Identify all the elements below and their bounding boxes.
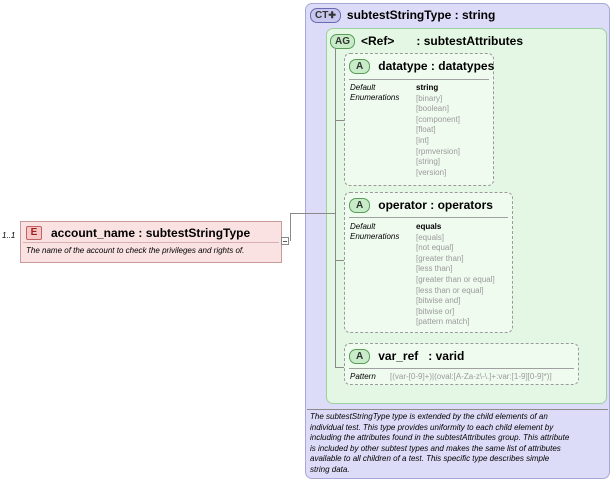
element-separator bbox=[23, 242, 279, 243]
enum-value: [version] bbox=[416, 167, 447, 177]
enum-value: [string] bbox=[416, 157, 441, 167]
enum-value: [component] bbox=[416, 114, 461, 124]
enum-value: [greater than] bbox=[416, 253, 464, 263]
enum-value: [not equal] bbox=[416, 243, 454, 253]
attribute-datatype: A datatype : datatypes Default Enumerati… bbox=[344, 53, 494, 186]
connector-var-ref bbox=[335, 367, 345, 368]
enum-value: [greater than or equal] bbox=[416, 274, 495, 284]
element-box[interactable]: E account_name : subtestStringType The n… bbox=[20, 221, 282, 263]
connector-element-vertical bbox=[290, 213, 291, 241]
connector-type-to-group bbox=[305, 213, 335, 214]
complex-type-title: subtestStringType : string bbox=[346, 8, 496, 22]
attribute-datatype-labels: Default Enumerations bbox=[350, 83, 399, 103]
enum-value: [bitwise or] bbox=[416, 306, 455, 316]
attribute-var-ref: A var_ref : varid Pattern [(var-[0-9]+)|… bbox=[344, 343, 579, 385]
attribute-operator-header: A operator : operators bbox=[349, 197, 512, 213]
attribute-operator-labels: Default Enumerations bbox=[350, 222, 399, 242]
label-pattern: Pattern bbox=[350, 372, 376, 381]
default-value: equals bbox=[416, 222, 442, 231]
attribute-datatype-values: string [binary] [boolean] [component] [f… bbox=[416, 83, 460, 178]
connector-element-to-type bbox=[290, 213, 305, 214]
attribute-operator-values: equals [equals] [not equal] [greater tha… bbox=[416, 222, 495, 328]
complex-type-doc-separator bbox=[307, 409, 608, 410]
attribute-separator bbox=[349, 217, 508, 218]
label-default: Default bbox=[350, 83, 376, 92]
attribute-group-icon: AG bbox=[330, 33, 355, 49]
attribute-group-header: AG <Ref> : subtestAttributes bbox=[330, 33, 523, 49]
enum-value: [float] bbox=[416, 125, 436, 135]
attribute-separator bbox=[349, 79, 489, 80]
attribute-datatype-header: A datatype : datatypes bbox=[349, 58, 495, 74]
enum-value: [int] bbox=[416, 135, 429, 145]
attribute-separator bbox=[349, 368, 574, 369]
enum-value: [bitwise and] bbox=[416, 296, 461, 306]
enum-value: [boolean] bbox=[416, 104, 449, 114]
doc-line: The subtestStringType type is extended b… bbox=[310, 412, 548, 421]
attribute-datatype-title: datatype : datatypes bbox=[378, 59, 495, 73]
label-enumerations: Enumerations bbox=[350, 93, 400, 102]
element-icon: E bbox=[26, 226, 42, 240]
element-cardinality: 1..1 bbox=[2, 231, 16, 240]
attribute-group-title: : subtestAttributes bbox=[416, 34, 524, 48]
enum-value: [pattern match] bbox=[416, 317, 470, 327]
doc-line: available to all children of a test. Thi… bbox=[310, 454, 550, 463]
doc-line: is included by other subtest types and m… bbox=[310, 443, 561, 453]
default-value: string bbox=[416, 83, 439, 92]
attribute-operator: A operator : operators Default Enumerati… bbox=[344, 192, 513, 333]
element-documentation: The name of the account to check the pri… bbox=[26, 246, 245, 255]
collapse-toggle-icon[interactable] bbox=[281, 237, 289, 245]
enum-value: [less than or equal] bbox=[416, 285, 484, 295]
doc-line: individual test. This type provides unif… bbox=[310, 422, 554, 432]
complex-type-documentation: The subtestStringType type is extended b… bbox=[310, 412, 610, 475]
element-header: E account_name : subtestStringType bbox=[26, 226, 281, 240]
connector-datatype bbox=[335, 120, 345, 121]
doc-line: including the attributes found in the su… bbox=[310, 433, 570, 442]
complex-type-header: CT✚ subtestStringType : string bbox=[310, 7, 495, 23]
enum-value: [equals] bbox=[416, 232, 445, 242]
attribute-icon: A bbox=[349, 58, 371, 74]
pattern-value: [(var-[0-9]+)|(oval:[A-Za-z\-\.]+:var:[1… bbox=[390, 372, 552, 381]
enum-value: [less than] bbox=[416, 264, 453, 274]
attribute-var-ref-title: var_ref : varid bbox=[378, 349, 465, 363]
connector-operator bbox=[335, 260, 345, 261]
attribute-icon: A bbox=[349, 348, 371, 364]
attribute-group-ref: <Ref> bbox=[361, 34, 395, 48]
doc-line: string data. bbox=[310, 464, 350, 474]
label-default: Default bbox=[350, 222, 376, 231]
enum-value: [rpmversion] bbox=[416, 146, 461, 156]
element-title: account_name : subtestStringType bbox=[51, 226, 251, 240]
label-enumerations: Enumerations bbox=[350, 232, 400, 241]
enum-value: [binary] bbox=[416, 93, 443, 103]
group-connector-vertical bbox=[335, 48, 336, 368]
attribute-operator-title: operator : operators bbox=[378, 198, 493, 212]
complex-type-icon: CT✚ bbox=[310, 7, 341, 23]
attribute-var-ref-header: A var_ref : varid bbox=[349, 348, 578, 364]
attribute-icon: A bbox=[349, 197, 371, 213]
